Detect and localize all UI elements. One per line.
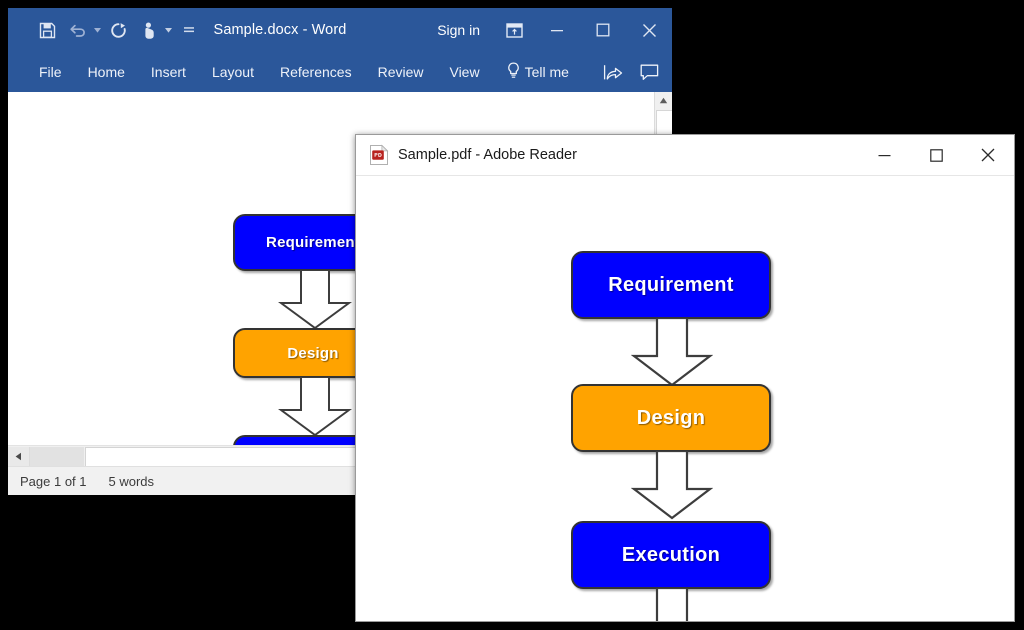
reader-minimize-button[interactable] [858,135,910,175]
reader-close-button[interactable] [962,135,1014,175]
flow-node-requirement[interactable]: Requirement [571,251,771,319]
redo-icon[interactable] [103,15,133,45]
flow-node-design-label: Design [636,406,706,429]
ribbon-tab-review[interactable]: Review [377,64,424,80]
flow-node-requirement-label: Requirement [266,234,360,251]
lightbulb-icon [507,62,520,82]
sign-in-button[interactable]: Sign in [437,22,480,38]
flow-arrow-requirement-to-design [278,270,352,330]
customize-qat-icon[interactable] [174,15,204,45]
reader-maximize-button[interactable] [910,135,962,175]
ribbon-tab-file[interactable]: File [39,64,62,80]
flow-node-design-label: Design [287,344,339,362]
save-icon[interactable] [32,15,62,45]
word-maximize-button[interactable] [580,8,626,52]
ribbon-tab-home[interactable]: Home [87,64,125,80]
ribbon-tab-view[interactable]: View [449,64,480,80]
ribbon-tab-layout[interactable]: Layout [211,64,254,80]
quick-access-toolbar[interactable] [8,15,204,45]
flow-arrow-requirement-to-design [631,318,713,388]
flow-node-requirement-label: Requirement [608,273,734,296]
word-ribbon-tabs[interactable]: File Home Insert Layout References Revie… [8,52,672,92]
reader-title-text: Sample.pdf - Adobe Reader [398,147,577,163]
word-horizontal-scroll-track-left[interactable] [30,446,84,467]
ribbon-right-icons[interactable] [598,52,664,92]
tell-me-search[interactable]: Tell me [497,52,579,92]
share-icon[interactable] [598,52,628,92]
flow-arrow-design-to-execution [631,451,713,521]
page-status[interactable]: Page 1 of 1 [20,473,87,489]
undo-icon[interactable] [62,15,92,45]
flow-arrow-design-to-execution [278,377,352,437]
touch-mode-icon[interactable] [133,15,163,45]
ribbon-display-options-icon[interactable] [494,8,534,52]
reader-titlebar[interactable]: Sample.pdf - Adobe Reader [356,135,1014,176]
flow-node-execution[interactable]: Execution [571,521,771,589]
flow-node-design[interactable]: Design [571,384,771,452]
scroll-left-arrow-icon[interactable] [8,446,30,467]
pdf-file-icon [368,144,390,166]
ribbon-tab-insert[interactable]: Insert [150,64,186,80]
flow-arrow-execution-trailing [631,588,713,621]
reader-window-controls[interactable] [858,135,1014,175]
adobe-reader-window[interactable]: Sample.pdf - Adobe Reader Requirement [355,134,1015,622]
undo-dropdown-caret-icon[interactable] [92,15,103,45]
ribbon-tab-references[interactable]: References [279,64,352,80]
word-minimize-button[interactable] [534,8,580,52]
touch-mode-dropdown-caret-icon[interactable] [163,15,174,45]
word-count[interactable]: 5 words [108,473,155,489]
word-titlebar-controls[interactable]: Sign in [423,8,672,52]
word-titlebar[interactable]: Sample.docx - Word Sign in [8,8,672,52]
word-title-text: Sample.docx - Word [213,22,347,38]
scroll-up-arrow-icon[interactable] [655,92,672,109]
reader-page-canvas[interactable]: Requirement Design [356,176,1014,621]
reader-flowchart: Requirement Design [356,176,1014,621]
tell-me-label: Tell me [524,64,569,80]
word-close-button[interactable] [626,8,672,52]
comments-icon[interactable] [634,52,664,92]
flow-node-execution-label: Execution [621,543,721,566]
